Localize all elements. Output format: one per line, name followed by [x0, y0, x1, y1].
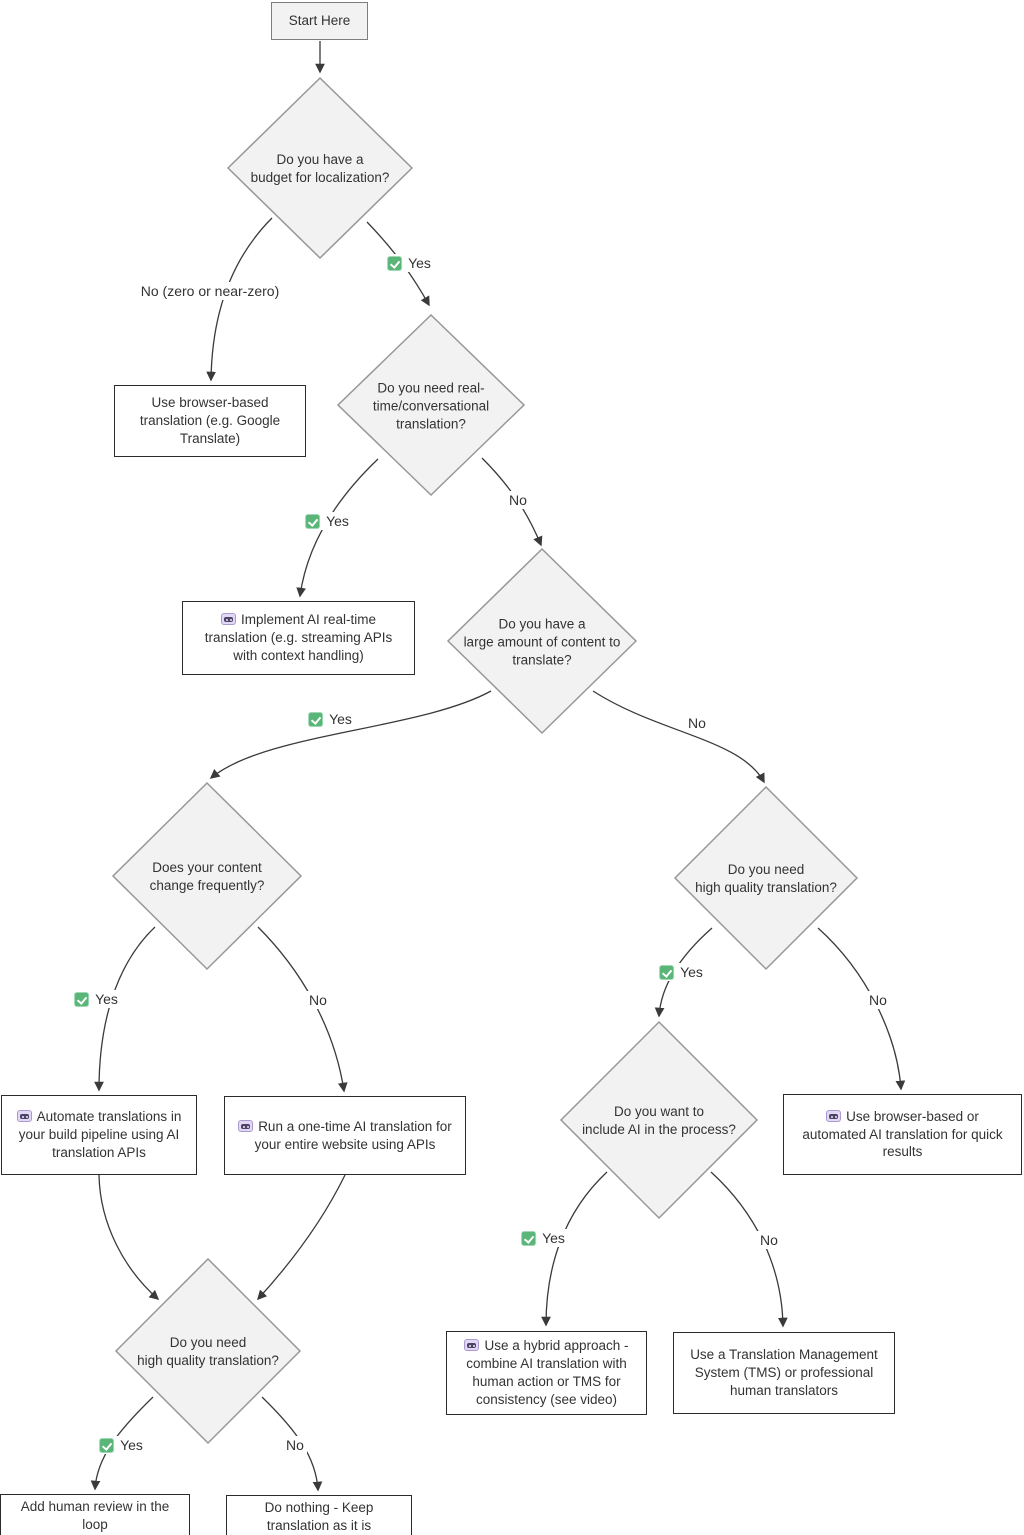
edge-label-freq-yes-text: Yes [95, 991, 118, 1007]
edge-label-quality-left-no-text: No [286, 1437, 304, 1453]
edge-onetime-to-quality [257, 1174, 346, 1301]
decision-quality-left-shape [114, 1257, 302, 1445]
result-quick-results-label: Use browser-based or automated AI transl… [802, 1108, 1003, 1160]
check-icon [387, 255, 403, 271]
edge-label-large-no: No [685, 714, 709, 732]
result-hybrid-approach: Use a hybrid approach - combine AI trans… [446, 1331, 647, 1415]
edge-pipeline-to-quality [98, 1174, 160, 1300]
edge-freq-no [257, 926, 348, 1093]
decision-include-ai-shape [559, 1020, 759, 1220]
edge-label-budget-yes-text: Yes [408, 255, 431, 271]
decision-large-content-shape [446, 547, 638, 735]
check-icon [99, 1437, 115, 1453]
result-quick-results: Use browser-based or automated AI transl… [783, 1094, 1022, 1175]
result-human-review: Add human review in the loop [0, 1494, 190, 1535]
edge-include-ai-no [710, 1171, 788, 1328]
edge-label-large-yes: Yes [305, 710, 355, 728]
edge-label-quality-right-no: No [866, 991, 890, 1009]
edge-label-include-ai-yes: Yes [518, 1229, 568, 1247]
edge-label-freq-yes: Yes [71, 990, 121, 1008]
decision-budget-shape [226, 76, 414, 260]
result-do-nothing: Do nothing - Keep translation as it is [226, 1495, 412, 1535]
edge-label-realtime-no: No [506, 491, 530, 509]
result-build-pipeline-label: Automate translations in your build pipe… [18, 1109, 182, 1160]
edge-label-quality-left-yes-text: Yes [120, 1437, 143, 1453]
edge-label-include-ai-no: No [757, 1231, 781, 1249]
edge-large-yes [209, 690, 492, 779]
start-node: Start Here [271, 2, 368, 40]
robot-icon [826, 1109, 842, 1122]
result-ai-realtime-label: Implement AI real-time translation (e.g.… [204, 612, 393, 663]
edge-large-no [592, 690, 765, 784]
check-icon [308, 711, 324, 727]
edge-label-budget-no: No (zero or near-zero) [137, 282, 283, 300]
check-icon [521, 1230, 537, 1246]
edge-label-realtime-yes-text: Yes [326, 513, 349, 529]
edge-label-budget-no-text: No (zero or near-zero) [140, 283, 280, 299]
check-icon [305, 513, 321, 529]
result-onetime-translation-label: Run a one-time AI translation for your e… [254, 1118, 452, 1152]
edge-include-ai-yes [541, 1171, 608, 1327]
edge-label-freq-no-text: No [309, 992, 327, 1008]
edge-label-quality-left-no: No [283, 1436, 307, 1454]
edge-label-quality-left-yes: Yes [96, 1436, 146, 1454]
result-do-nothing-label: Do nothing - Keep translation as it is [264, 1499, 374, 1533]
check-icon [74, 991, 90, 1007]
result-tms-label: Use a Translation Management System (TMS… [690, 1347, 878, 1398]
edge-label-include-ai-yes-text: Yes [542, 1230, 565, 1246]
edge-label-quality-right-yes: Yes [656, 963, 706, 981]
result-browser-translation: Use browser-based translation (e.g. Goog… [114, 385, 306, 457]
decision-change-frequently-shape [111, 781, 303, 971]
start-node-label: Start Here [288, 13, 351, 29]
result-build-pipeline: Automate translations in your build pipe… [1, 1095, 197, 1175]
edge-label-large-no-text: No [688, 715, 706, 731]
decision-include-ai-label: Do you want to include AI in the process… [582, 1104, 736, 1137]
decision-quality-right-shape [673, 785, 859, 971]
decision-quality-left-label: Do you need high quality translation? [137, 1335, 279, 1368]
check-icon [659, 964, 675, 980]
decision-quality-right-label: Do you need high quality translation? [695, 862, 837, 895]
decision-realtime-shape [336, 313, 526, 497]
result-onetime-translation: Run a one-time AI translation for your e… [224, 1096, 466, 1175]
edge-label-quality-right-yes-text: Yes [680, 964, 703, 980]
decision-change-frequently-label: Does your content change frequently? [149, 860, 265, 893]
result-human-review-label: Add human review in the loop [20, 1499, 170, 1532]
edge-freq-yes [94, 926, 156, 1092]
edge-label-realtime-no-text: No [509, 492, 527, 508]
result-tms: Use a Translation Management System (TMS… [673, 1332, 895, 1414]
result-browser-translation-label: Use browser-based translation (e.g. Goog… [139, 395, 281, 446]
edge-label-large-yes-text: Yes [329, 711, 352, 727]
edge-label-realtime-yes: Yes [302, 512, 352, 530]
edge-label-budget-yes: Yes [384, 254, 434, 272]
robot-icon [16, 1110, 32, 1123]
decision-large-content-label: Do you have a large amount of content to… [463, 616, 621, 667]
edge-label-quality-right-no-text: No [869, 992, 887, 1008]
robot-icon [238, 1119, 254, 1132]
decision-budget-label: Do you have a budget for localization? [250, 152, 390, 185]
decision-realtime-label: Do you need real- time/conversational tr… [372, 380, 490, 431]
edge-label-freq-no: No [306, 991, 330, 1009]
result-hybrid-approach-label: Use a hybrid approach - combine AI trans… [466, 1338, 629, 1407]
result-ai-realtime: Implement AI real-time translation (e.g.… [182, 601, 415, 675]
robot-icon [220, 613, 236, 626]
robot-icon [464, 1339, 480, 1352]
edge-label-include-ai-no-text: No [760, 1232, 778, 1248]
